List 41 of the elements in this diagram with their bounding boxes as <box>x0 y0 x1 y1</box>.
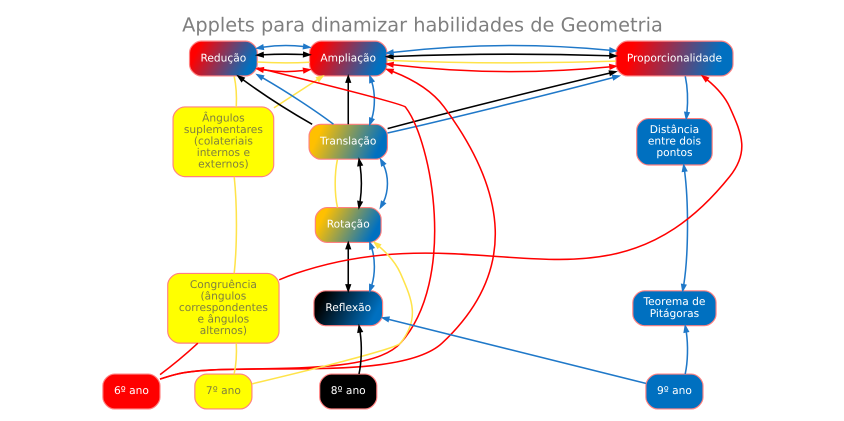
arrow <box>356 157 363 210</box>
diagram-title: Applets para dinamizar habilidades de Geometria <box>182 13 662 36</box>
arrow <box>384 52 618 60</box>
arrow <box>680 162 688 293</box>
arrow <box>384 62 618 72</box>
arrow <box>278 74 742 281</box>
arrow <box>251 241 413 385</box>
connector <box>232 343 237 374</box>
connector <box>256 61 310 64</box>
node-box: Reflexão <box>312 290 383 326</box>
arrow <box>254 43 312 50</box>
node-box: Distância entre dois pontos <box>636 118 712 166</box>
connector <box>159 342 198 376</box>
connector <box>232 176 237 274</box>
arrow <box>384 44 618 56</box>
node-box: 8º ano <box>318 374 377 410</box>
arrow <box>344 240 351 294</box>
arrow <box>378 158 388 210</box>
arrow <box>236 74 312 125</box>
arrow <box>368 240 375 293</box>
arrow <box>380 316 646 384</box>
arrow <box>682 324 689 374</box>
node-box: 9º ano <box>644 374 704 410</box>
arrow <box>254 74 334 125</box>
node-box: Ampliação <box>308 40 388 77</box>
arrow <box>159 68 496 380</box>
node-box: Teorema de Pitágoras <box>632 290 716 326</box>
arrow <box>344 74 351 124</box>
arrow <box>683 76 690 121</box>
node-box: Congruência (ângulos correspondentes e ângulos alternos) <box>166 272 280 344</box>
arrow <box>254 51 312 58</box>
arrow <box>368 74 375 126</box>
arrow <box>273 74 324 109</box>
node-box: Redução <box>188 40 258 77</box>
connector <box>334 159 338 208</box>
node-box: 7º ano <box>194 374 252 410</box>
node-box: Ângulos suplementares (colateriais internos e externos) <box>172 106 274 178</box>
arrow <box>356 324 363 374</box>
connector <box>386 60 616 64</box>
node-box: 6º ano <box>102 374 160 410</box>
connector <box>232 76 237 107</box>
